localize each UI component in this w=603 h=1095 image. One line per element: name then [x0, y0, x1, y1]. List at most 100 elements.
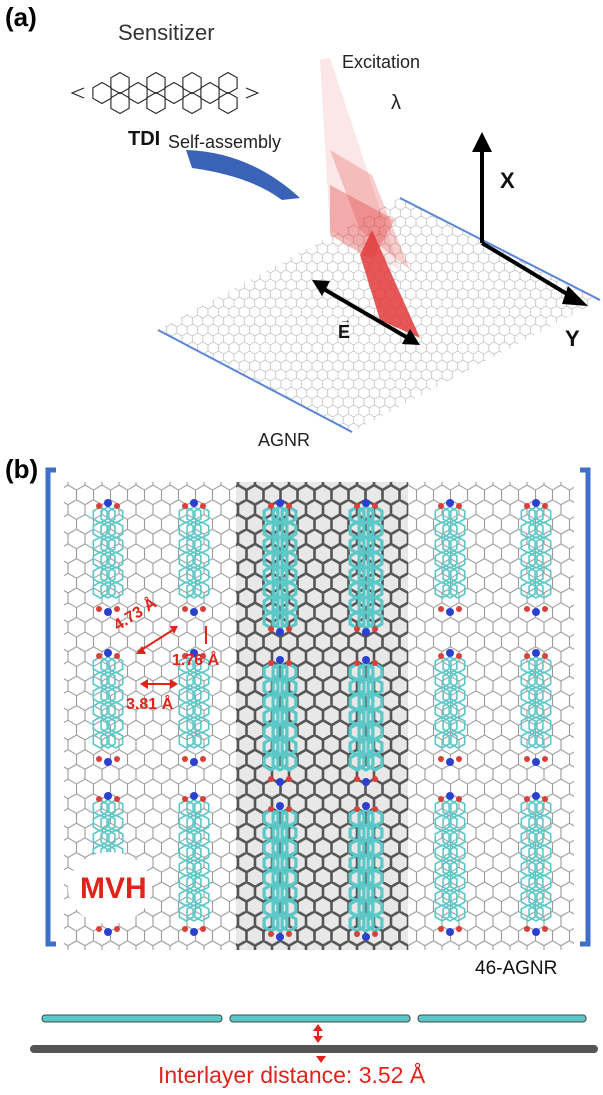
nitrogen-atom [446, 792, 454, 800]
molecule-ring [194, 656, 210, 674]
tdi-ring [110, 71, 130, 95]
molecule-ring [357, 752, 375, 772]
molecule-ring [194, 799, 210, 817]
molecule-ring [450, 889, 466, 907]
nitrogen-atom [362, 933, 370, 941]
molecule-ring [520, 671, 536, 689]
molecule-ring [92, 506, 108, 524]
interlayer-arrow-down [313, 1036, 323, 1043]
oxygen-atom [524, 796, 530, 802]
nitrogen-atom [532, 758, 540, 766]
molecule-ring [536, 716, 552, 734]
molecule-ring [450, 844, 466, 862]
molecule-ring [434, 536, 450, 554]
nitrogen-atom [362, 656, 370, 664]
molecule-ring [178, 829, 194, 847]
nitrogen-atom [532, 928, 540, 936]
molecule-ring [434, 506, 450, 524]
molecule-ring [520, 581, 536, 599]
molecule-ring [528, 904, 544, 922]
oxygen-atom [268, 806, 274, 812]
molecule-ring [194, 671, 210, 689]
molecule-ring [194, 874, 210, 892]
molecule-ring [442, 844, 458, 862]
molecule-ring [434, 859, 450, 877]
y-axis [480, 241, 574, 299]
oxygen-atom [286, 776, 292, 782]
e-field-text: E [338, 322, 351, 342]
molecule-ring [528, 829, 544, 847]
oxygen-atom [456, 796, 462, 802]
molecule-ring [450, 566, 466, 584]
molecule-ring [100, 716, 116, 734]
molecule-ring [271, 913, 289, 933]
molecule-ring [194, 731, 210, 749]
molecule-ring [434, 874, 450, 892]
oxygen-atom [372, 503, 378, 509]
molecule-ring [442, 829, 458, 847]
oxygen-atom [524, 926, 530, 932]
oxygen-atom [268, 660, 274, 666]
molecule-ring [178, 731, 194, 749]
molecule-ring [92, 829, 108, 847]
beam-plane-2 [330, 150, 410, 270]
molecule-ring [450, 716, 466, 734]
molecule-ring [450, 799, 466, 817]
molecule-ring [194, 536, 210, 554]
nitrogen-atom [446, 649, 454, 657]
molecule-ring [434, 581, 450, 599]
excitation-label: Excitation [342, 52, 421, 72]
x-axis-head [472, 132, 492, 152]
molecule-ring [100, 581, 116, 599]
molecule-ring [194, 566, 210, 584]
molecule-ring [366, 752, 384, 772]
molecule-ring [450, 904, 466, 922]
molecule-ring [536, 889, 552, 907]
beam-plane-3 [330, 185, 395, 260]
nitrogen-atom [190, 608, 198, 616]
molecule-ring [92, 799, 108, 817]
ribbon-edge-top [399, 197, 601, 301]
sensitizer-label: Sensitizer [118, 20, 215, 45]
oxygen-atom [354, 931, 360, 937]
oxygen-atom [542, 606, 548, 612]
molecule-ring [434, 889, 450, 907]
molecule-ring [442, 814, 458, 832]
molecule-ring [520, 889, 536, 907]
molecule-ring [100, 536, 116, 554]
molecule-ring [528, 859, 544, 877]
molecule-ring [108, 814, 124, 832]
molecule-ring [194, 814, 210, 832]
molecule-ring [271, 752, 289, 772]
molecule-ring [178, 566, 194, 584]
molecule-ring [178, 904, 194, 922]
molecule-ring [194, 889, 210, 907]
molecule-ring [178, 671, 194, 689]
molecule-ring [186, 814, 202, 832]
oxygen-atom [286, 626, 292, 632]
molecule-ring [108, 566, 124, 584]
oxygen-atom [114, 653, 120, 659]
oxygen-atom [438, 756, 444, 762]
oxygen-atom [456, 653, 462, 659]
molecule-ring [442, 551, 458, 569]
molecule-ring [434, 829, 450, 847]
molecule-ring [434, 731, 450, 749]
oxygen-atom [182, 796, 188, 802]
molecule-ring [92, 581, 108, 599]
molecule-ring [434, 844, 450, 862]
oxygen-atom [354, 503, 360, 509]
molecule-ring [536, 859, 552, 877]
molecule-ring [536, 686, 552, 704]
axis-y-label: Y [565, 326, 580, 351]
molecule-ring [186, 701, 202, 719]
molecule-ring [528, 671, 544, 689]
molecule-ring [442, 859, 458, 877]
molecule-ring [186, 844, 202, 862]
molecule-ring [92, 731, 108, 749]
e-field-head-2 [402, 329, 420, 345]
dist-473-head-a [136, 646, 146, 654]
oxygen-atom [268, 503, 274, 509]
molecule-ring [536, 656, 552, 674]
nitrogen-atom [190, 928, 198, 936]
